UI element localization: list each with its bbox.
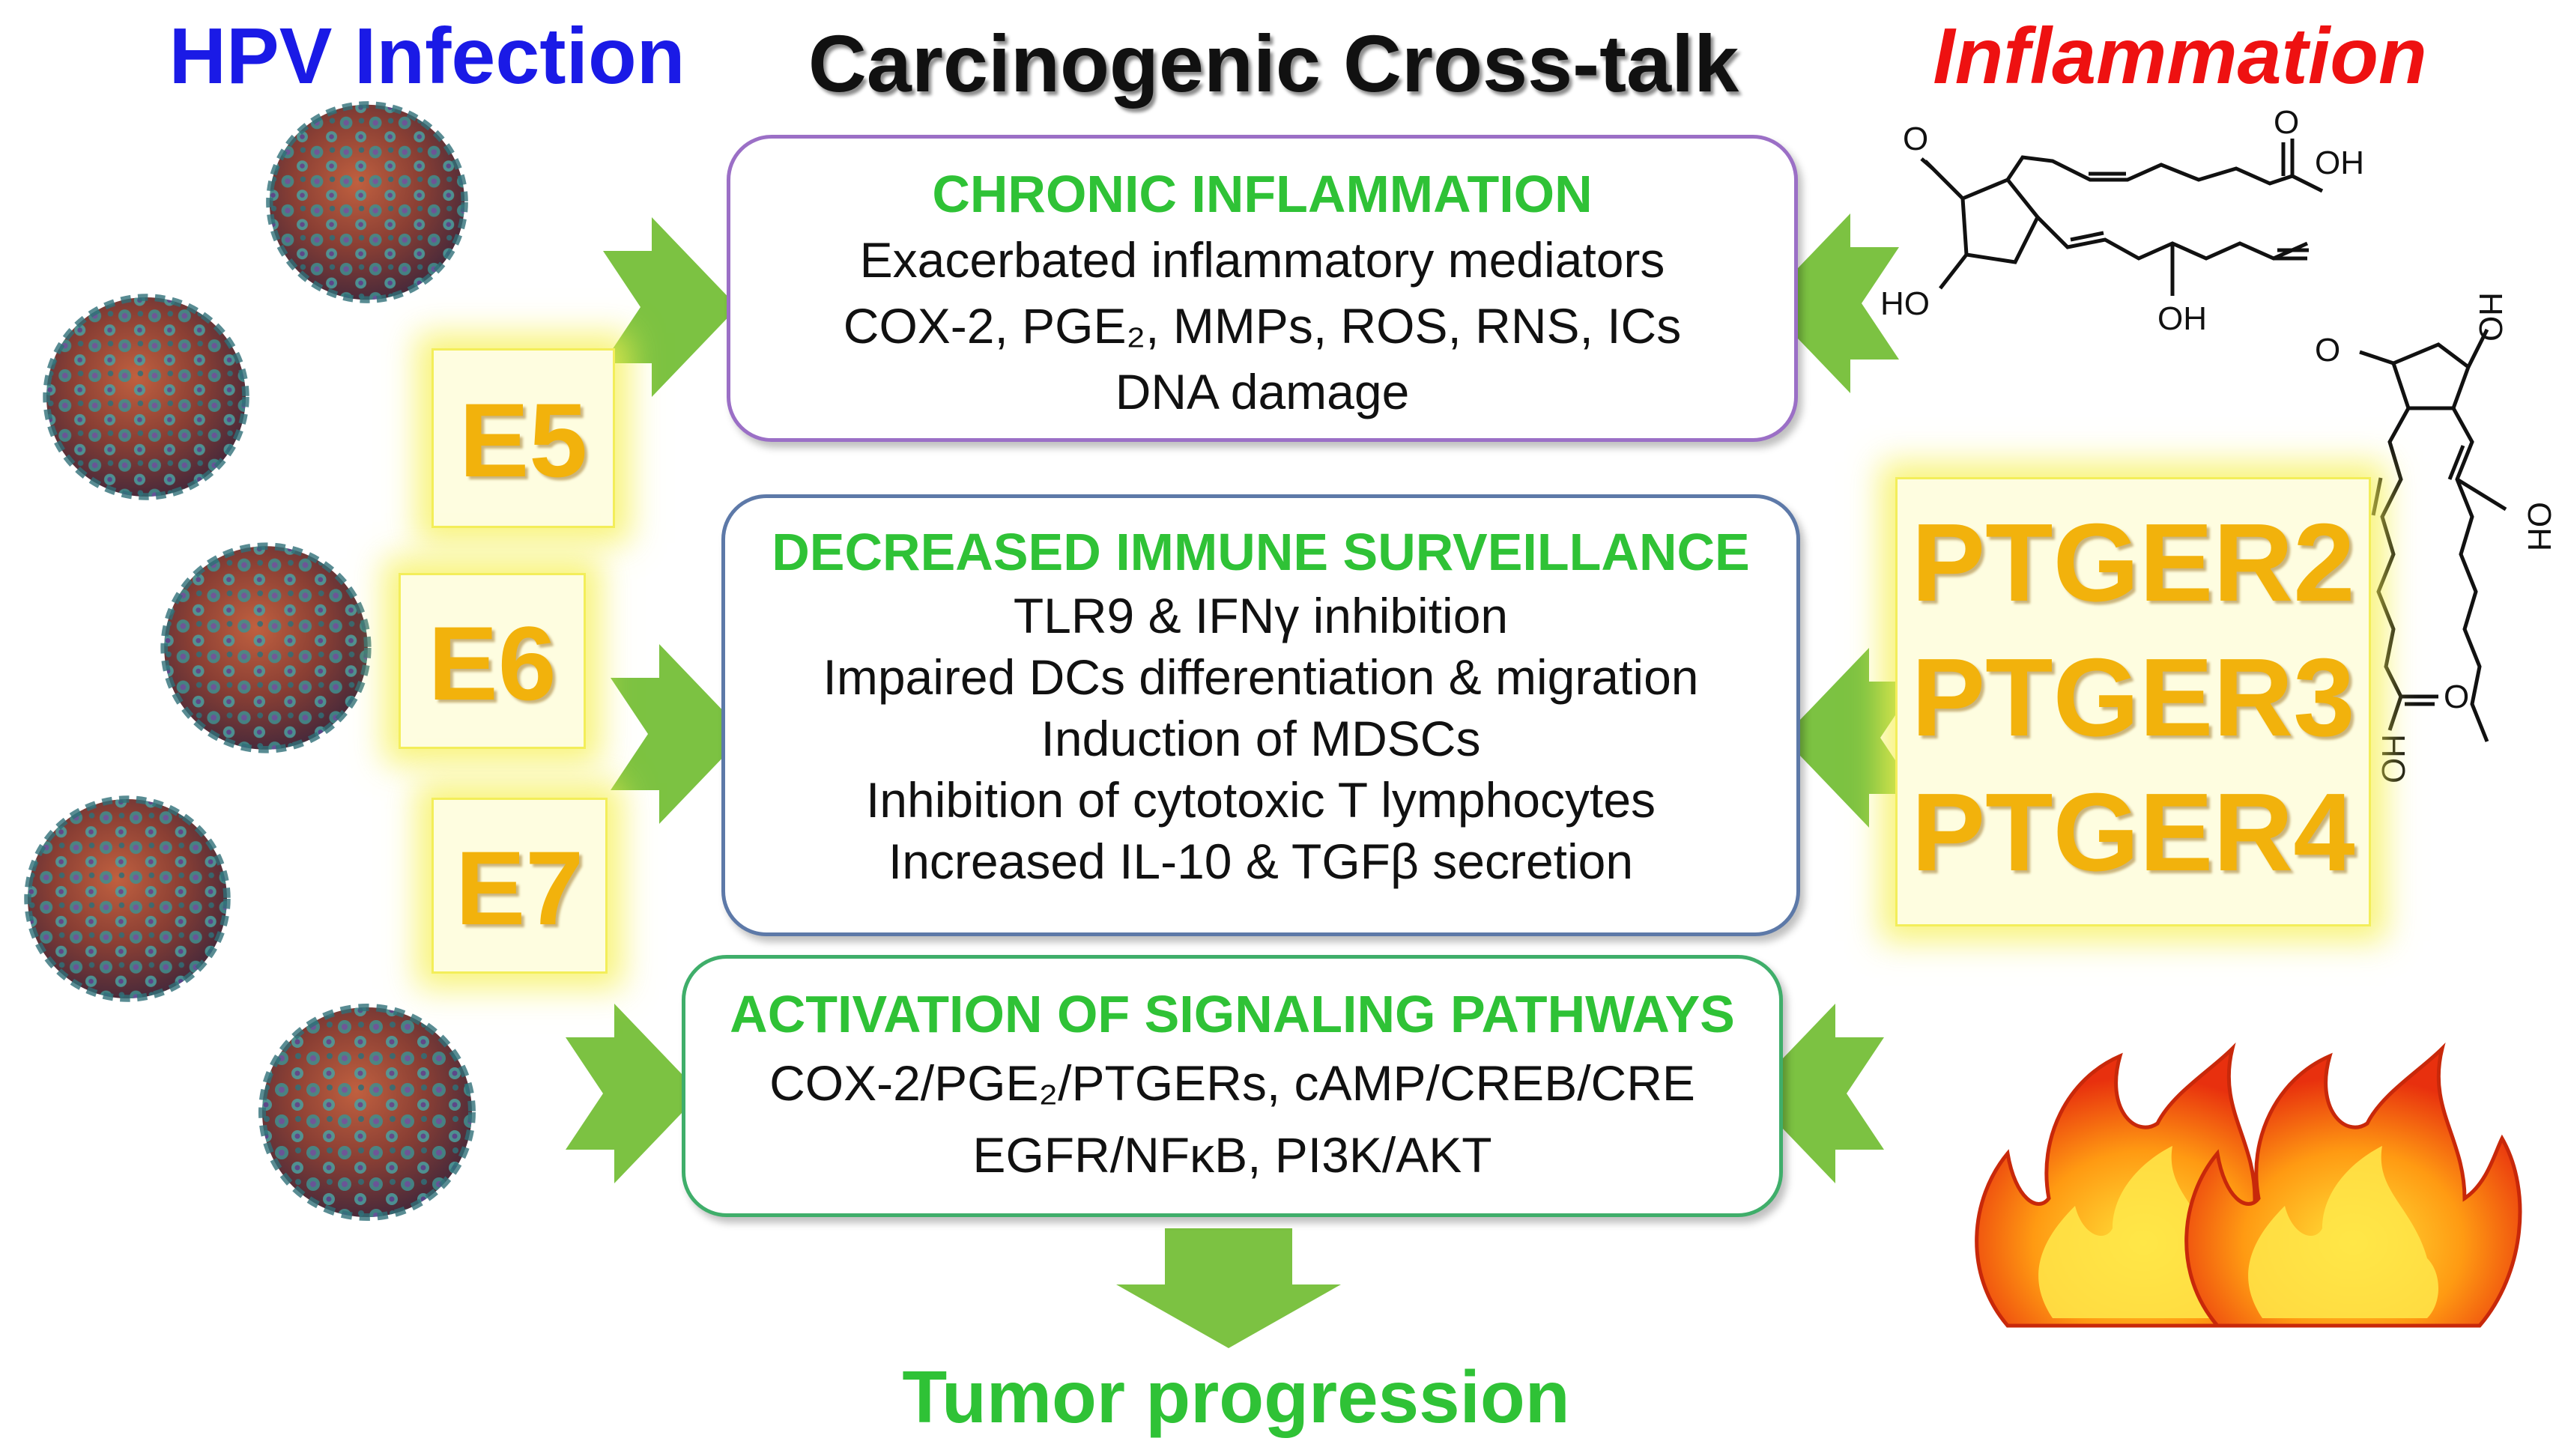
arrow-down-icon (1116, 1228, 1341, 1348)
box-line: EGFR/NFκB, PI3K/AKT (972, 1127, 1492, 1183)
arrow-right-icon (566, 1004, 700, 1183)
hpv-virus-icon (28, 799, 227, 998)
box-line: COX-2, PGE₂, MMPs, ROS, RNS, ICs (843, 298, 1682, 354)
ptger-receptors-box: PTGER2 PTGER3 PTGER4 (1895, 477, 2371, 926)
mol-top-ho-ring: HO (1880, 285, 1930, 322)
mol-top-oh-chain: OH (2157, 300, 2207, 337)
carcinogenic-crosstalk-title: Carcinogenic Cross-talk (808, 18, 1739, 109)
chronic-inflammation-box: CHRONIC INFLAMMATION Exacerbated inflamm… (727, 135, 1798, 442)
mol-side-oh-acid: HO (2375, 734, 2411, 783)
immune-surveillance-box: DECREASED IMMUNE SURVEILLANCE TLR9 & IFN… (721, 494, 1800, 936)
tumor-progression-label: Tumor progression (902, 1356, 1570, 1438)
box-line: COX-2/PGE₂/PTGERs, cAMP/CREB/CRE (769, 1055, 1695, 1111)
signaling-pathways-title: ACTIVATION OF SIGNALING PATHWAYS (730, 985, 1735, 1043)
box-line: Increased IL-10 & TGFβ secretion (888, 834, 1634, 889)
ptger4-label: PTGER4 (1911, 771, 2355, 894)
mol-top-o-acid: O (2274, 104, 2299, 141)
hpv-virus-icon (46, 297, 246, 497)
box-line: Inhibition of cytotoxic T lymphocytes (865, 772, 1656, 828)
box-line: TLR9 & IFNγ inhibition (1013, 588, 1509, 643)
hpv-virus-icon (262, 1007, 472, 1217)
mol-side-o-acid: O (2444, 679, 2469, 715)
immune-surveillance-title: DECREASED IMMUNE SURVEILLANCE (772, 523, 1750, 581)
arrow-right-icon (603, 217, 738, 397)
mol-side-oh-chain: OH (2521, 502, 2553, 551)
chronic-inflammation-title: CHRONIC INFLAMMATION (932, 165, 1593, 223)
flame-icon (2184, 1042, 2522, 1328)
mol-top-oh-acid: OH (2315, 145, 2364, 181)
ptger3-label: PTGER3 (1911, 636, 2355, 759)
mol-side-ho-ring: HO (2472, 292, 2509, 342)
hpv-infection-title: HPV Infection (169, 12, 685, 100)
signaling-pathways-box: ACTIVATION OF SIGNALING PATHWAYS COX-2/P… (682, 955, 1783, 1217)
e6-oncoprotein-label: E6 (399, 573, 586, 749)
mol-top-o: O (1903, 121, 1928, 157)
ptger2-label: PTGER2 (1911, 501, 2355, 625)
hpv-virus-icon (270, 105, 464, 300)
box-line: Induction of MDSCs (1041, 711, 1481, 766)
mol-side-o: O (2315, 332, 2340, 368)
box-line: Impaired DCs differentiation & migration (823, 649, 1699, 705)
box-line: DNA damage (1115, 364, 1410, 419)
prostaglandin-molecule-side-icon (2359, 328, 2507, 742)
box-line: Exacerbated inflammatory mediators (859, 232, 1665, 288)
inflammation-title: Inflammation (1933, 12, 2427, 100)
e5-oncoprotein-label: E5 (431, 348, 615, 528)
hpv-virus-icon (164, 546, 368, 750)
e7-oncoprotein-label: E7 (431, 798, 608, 974)
prostaglandin-molecule-top-icon (1920, 139, 2324, 296)
